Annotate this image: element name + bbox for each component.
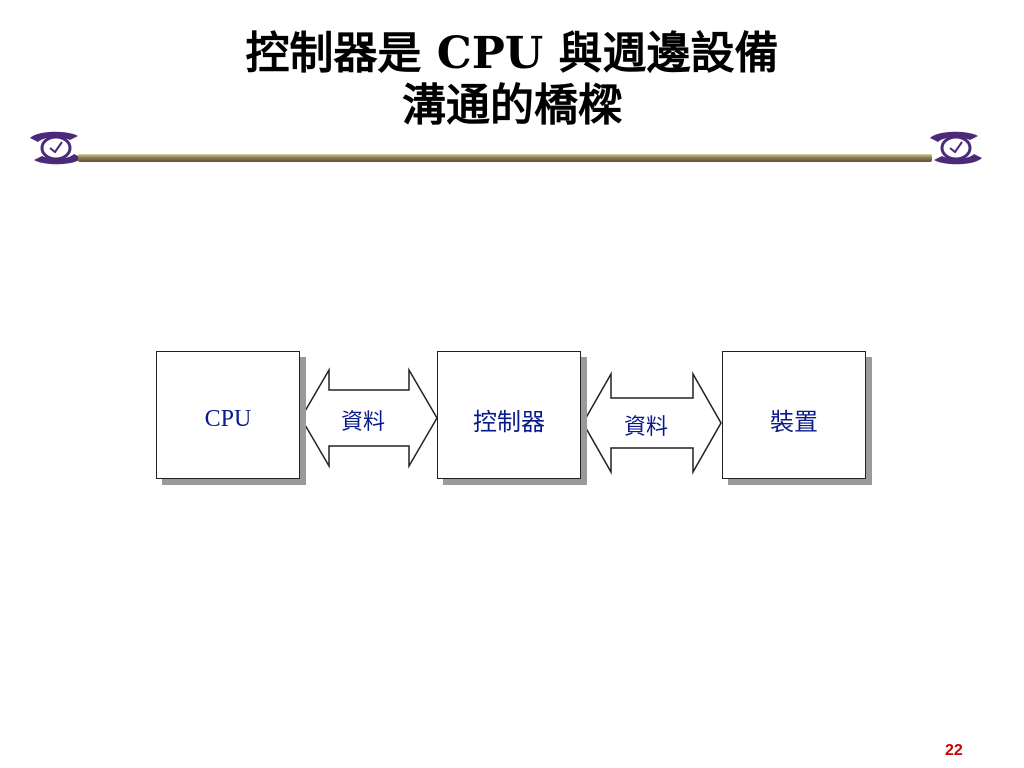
double-arrow-controller-device bbox=[582, 371, 722, 475]
cpu-box-label: CPU bbox=[204, 405, 252, 432]
clock-swirl-icon bbox=[930, 131, 982, 165]
clock-swirl-icon bbox=[30, 131, 82, 165]
device-box-label: 裝置 bbox=[770, 409, 818, 436]
device-box: 裝置 bbox=[722, 351, 866, 479]
controller-box-label: 控制器 bbox=[473, 409, 545, 436]
arrow-label-data-1: 資料 bbox=[341, 409, 386, 434]
title-divider bbox=[78, 154, 932, 162]
slide-title-line-1: 控制器是 CPU 與週邊設備 bbox=[245, 28, 779, 79]
controller-box: 控制器 bbox=[437, 351, 581, 479]
slide-title-line-2: 溝通的橋樑 bbox=[402, 80, 622, 131]
arrow-label-data-2: 資料 bbox=[624, 414, 669, 439]
slide-title: 控制器是 CPU 與週邊設備 溝通的橋樑 bbox=[0, 28, 1024, 132]
page-number: 22 bbox=[945, 742, 963, 759]
cpu-box: CPU bbox=[156, 351, 300, 479]
